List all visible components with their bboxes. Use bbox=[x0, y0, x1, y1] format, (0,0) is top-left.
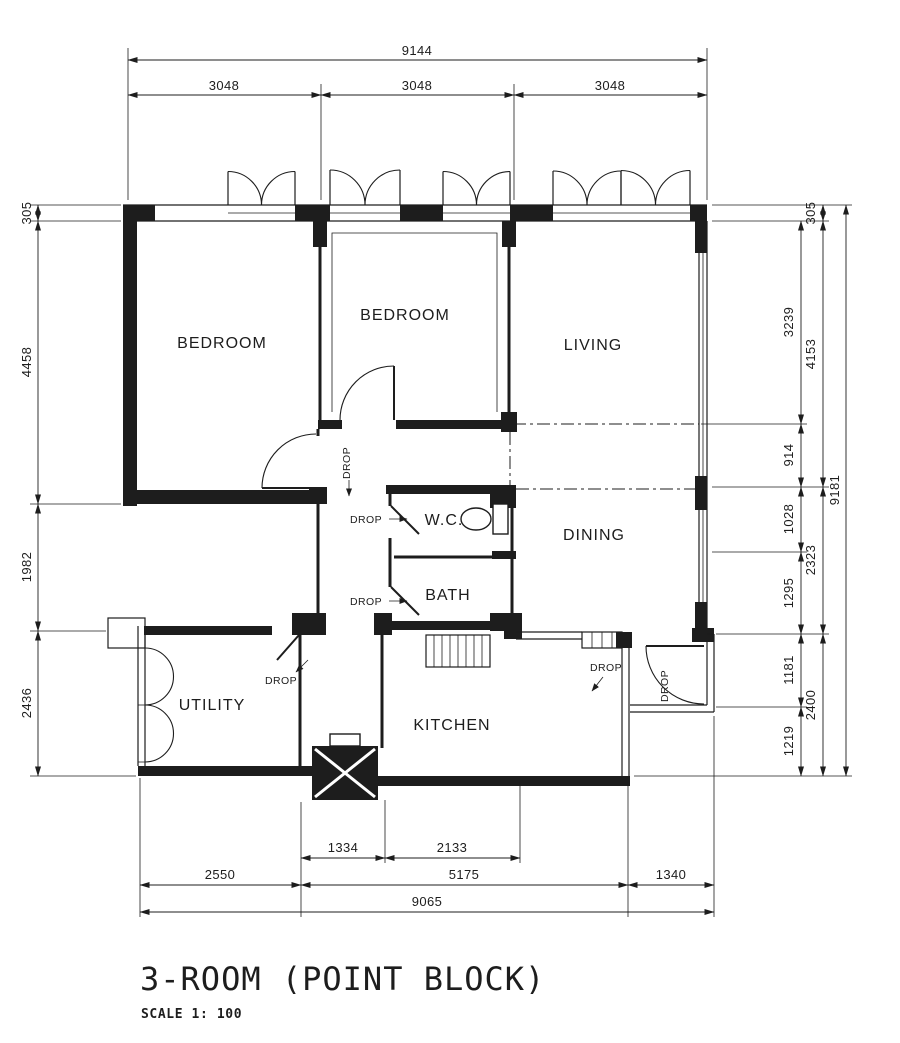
service-duct-icon bbox=[425, 634, 491, 668]
window-bedroom-center-1-icon bbox=[329, 169, 401, 206]
dim-bottom-inner1: 1334 bbox=[328, 840, 359, 855]
dim-right-a1: 3239 bbox=[781, 307, 796, 338]
dim-top-overall: 9144 bbox=[402, 43, 433, 58]
door-entrance-icon bbox=[645, 645, 705, 705]
window-bedroom-center-2-icon bbox=[442, 170, 511, 206]
room-label-bedroom-left: BEDROOM bbox=[177, 335, 267, 352]
room-label-dining: DINING bbox=[563, 527, 625, 544]
dim-left-seg2: 1982 bbox=[19, 552, 34, 583]
dim-right-overall: 9181 bbox=[827, 475, 842, 506]
dim-right-a6: 1219 bbox=[781, 726, 796, 757]
dim-right-a2: 914 bbox=[781, 444, 796, 467]
drop-label-kitchen: DROP bbox=[590, 662, 622, 674]
title-block: 3-ROOM (POINT BLOCK) SCALE 1: 100 bbox=[140, 960, 545, 1022]
dim-left-seg1: 4458 bbox=[19, 347, 34, 378]
room-label-living: LIVING bbox=[564, 337, 622, 354]
window-bedroom-left-icon bbox=[227, 170, 296, 206]
dim-left-seg3: 2436 bbox=[19, 688, 34, 719]
drop-arrow-kitchen bbox=[591, 676, 604, 692]
bedroom-inner-face bbox=[331, 232, 498, 412]
window-living-2-icon bbox=[620, 169, 691, 206]
exterior-walls bbox=[123, 204, 708, 634]
room-label-bedroom-center: BEDROOM bbox=[360, 307, 450, 324]
dim-bottom-mid3: 1340 bbox=[656, 867, 687, 882]
dim-right-a5: 1181 bbox=[781, 655, 796, 685]
dim-right-wall: 305 bbox=[803, 202, 818, 225]
drop-annotations: DROP DROP DROP DROP DROP DROP bbox=[265, 447, 671, 702]
dim-right-b2: 2323 bbox=[803, 545, 818, 576]
room-label-utility: UTILITY bbox=[179, 697, 246, 714]
refuse-chute-icon bbox=[312, 733, 378, 800]
dim-bottom-mid2: 5175 bbox=[449, 867, 480, 882]
dim-top-seg2: 3048 bbox=[402, 78, 433, 93]
dim-top-seg1: 3048 bbox=[209, 78, 240, 93]
doors bbox=[261, 365, 705, 705]
dim-bottom-mid1: 2550 bbox=[205, 867, 236, 882]
dim-right-b1: 4153 bbox=[803, 339, 818, 370]
beam-lines bbox=[509, 423, 699, 490]
drop-label-entrance: DROP bbox=[659, 670, 671, 702]
dimensions-left: 305 4458 1982 2436 bbox=[19, 202, 136, 777]
dimensions-bottom: 1334 2133 2550 5175 1340 9065 bbox=[139, 716, 715, 917]
dim-bottom-inner2: 2133 bbox=[437, 840, 468, 855]
dimensions-right: 3239 914 1028 1295 1181 1219 305 4153 23… bbox=[634, 202, 852, 777]
drop-arrow-utility bbox=[295, 659, 309, 673]
interior-walls bbox=[137, 221, 715, 786]
casement-windows bbox=[107, 169, 691, 763]
room-label-wc: W.C. bbox=[425, 512, 464, 529]
dimensions-top: 9144 3048 3048 3048 bbox=[127, 43, 708, 200]
door-utility-icon bbox=[276, 634, 300, 661]
room-labels: BEDROOM BEDROOM LIVING DINING W.C. BATH … bbox=[177, 307, 625, 734]
drop-label-utility: DROP bbox=[265, 675, 297, 687]
drop-label-corridor: DROP bbox=[341, 447, 353, 479]
door-wc-icon bbox=[390, 505, 420, 535]
drop-label-wc: DROP bbox=[350, 514, 382, 526]
dim-right-a4: 1295 bbox=[781, 578, 796, 609]
door-bedroom-left-icon bbox=[261, 433, 317, 489]
window-utility-icon bbox=[107, 617, 174, 763]
plan-title: 3-ROOM (POINT BLOCK) bbox=[140, 960, 545, 998]
toilet-icon bbox=[460, 503, 509, 535]
dim-right-b3: 2400 bbox=[803, 690, 818, 721]
dim-top-seg3: 3048 bbox=[595, 78, 626, 93]
dim-right-a3: 1028 bbox=[781, 504, 796, 535]
window-living-1-icon bbox=[552, 170, 622, 206]
door-bedroom-center-icon bbox=[339, 365, 395, 421]
drop-label-bath: DROP bbox=[350, 596, 382, 608]
room-label-bath: BATH bbox=[425, 587, 470, 604]
dim-bottom-overall: 9065 bbox=[412, 894, 443, 909]
plan-scale: SCALE 1: 100 bbox=[141, 1007, 242, 1022]
dim-left-wall: 305 bbox=[19, 202, 34, 225]
room-label-kitchen: KITCHEN bbox=[413, 717, 490, 734]
fixtures bbox=[312, 503, 509, 800]
